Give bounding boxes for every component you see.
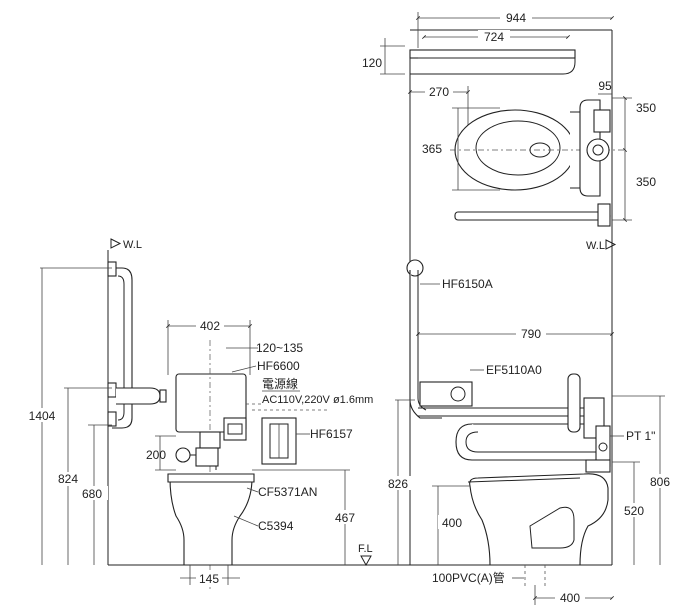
dim-467-bg <box>331 510 359 524</box>
cf5371an-leader <box>246 487 259 493</box>
left-stop-valve <box>175 447 191 463</box>
floor-label: F.L <box>358 543 373 555</box>
dim-680-bg <box>80 486 108 500</box>
dim-944-text: 944 <box>506 11 526 25</box>
label-hf6157: HF6157 <box>310 427 353 441</box>
hf6600-leader <box>231 365 257 373</box>
dim-365-text: 365 <box>422 142 442 156</box>
label-c5394: C5394 <box>258 519 294 533</box>
dim-680-text: 680 <box>82 487 102 501</box>
right-fold-bar-pivot <box>567 373 581 433</box>
left-control-box-inner <box>227 423 243 435</box>
dim-350-lower-text: 350 <box>636 175 656 189</box>
dim-120-text: 120 <box>362 56 382 70</box>
right-fold-bar <box>455 423 598 461</box>
plan-lower-grab-bar <box>454 211 611 221</box>
drain-pipe <box>524 565 546 588</box>
dim-95-text: 95 <box>598 79 612 93</box>
dim-790-text: 790 <box>521 327 541 341</box>
dim-826-bg <box>384 476 412 490</box>
wall-label-left: W.L <box>123 239 142 251</box>
left-control-box <box>223 417 247 441</box>
right-trapway <box>529 506 575 549</box>
dim-824-text: 824 <box>58 472 78 486</box>
wall-label-right: W.L <box>586 240 605 252</box>
dim-145-text: 145 <box>199 572 219 586</box>
dim-724-text: 724 <box>484 30 504 44</box>
dim-270-bg <box>425 85 453 99</box>
right-fold-bar-inner <box>465 431 598 453</box>
dim-402-bg <box>196 319 224 333</box>
plan-grab-bar-return <box>410 50 576 75</box>
dim-520-bg <box>620 503 648 517</box>
sensor-eye <box>450 386 466 402</box>
dim-824-bg <box>55 472 81 486</box>
left-horizontal-bar <box>116 387 161 405</box>
left-grab-bar-flange-mid <box>107 382 117 398</box>
dim-200-text: 200 <box>146 448 166 462</box>
label-ef5110a0: EF5110A0 <box>486 363 542 377</box>
left-grab-bar-flange-top <box>107 261 117 277</box>
plan-grab-bar-top <box>409 49 576 59</box>
plan-bowl-inner <box>475 120 561 176</box>
dim-1404-text: 1404 <box>29 409 56 423</box>
dim-724-bg <box>478 30 510 44</box>
left-bar-end <box>159 389 167 403</box>
dim-400h-text: 400 <box>442 516 462 530</box>
label-cf5371an: CF5371AN <box>258 485 317 499</box>
dim-1404-bg <box>28 408 56 422</box>
left-seat <box>167 473 255 483</box>
dim-400o-bg <box>555 591 585 605</box>
dim-402-text: 402 <box>200 319 220 333</box>
dim-467-text: 467 <box>335 511 355 525</box>
label-hf6600: HF6600 <box>257 359 300 373</box>
dim-944-bg <box>500 11 532 25</box>
dim-145-bg <box>196 571 222 585</box>
sensor-ef5110a0 <box>419 381 473 407</box>
wall-marker-right-icon <box>605 239 617 250</box>
left-valve-body <box>199 431 221 449</box>
wall-marker-left-icon <box>110 238 122 249</box>
c5394-leader <box>233 515 259 527</box>
dim-790-bg <box>516 327 546 341</box>
dim-806-bg <box>646 474 674 488</box>
plan-valve-top <box>593 109 611 133</box>
dim-400h-bg <box>438 515 466 529</box>
plan-flush-valve-inner <box>592 144 604 156</box>
dim-120-135-text: 120~135 <box>256 341 303 355</box>
dim-806-text: 806 <box>650 475 670 489</box>
dim-520-text: 520 <box>624 504 644 518</box>
plan-view: 944 724 120 270 365 <box>362 11 656 252</box>
right-flush-valve-knob <box>598 442 608 452</box>
left-bowl <box>169 477 253 566</box>
label-power-spec: AC110V,220V ø1.6mm <box>262 394 373 406</box>
dim-270-text: 270 <box>429 85 449 99</box>
left-grab-bar-inner <box>117 275 125 421</box>
left-grab-bar-flange-bottom <box>107 411 117 427</box>
left-flush-valve <box>195 447 219 467</box>
plan-lower-bar-flange <box>597 203 611 227</box>
right-spud <box>585 459 611 473</box>
label-power-line: 電源線 <box>262 376 298 391</box>
label-pipe: 100PVC(A)管 <box>432 570 505 585</box>
left-elevation: W.L 1404 824 680 402 120~135 <box>28 238 373 590</box>
plan-flush-valve <box>586 138 610 162</box>
right-elevation: HF6150A 790 EF5110A0 PT 1" 826 <box>384 259 674 605</box>
dim-826-text: 826 <box>388 477 408 491</box>
dim-400o-text: 400 <box>560 591 580 605</box>
label-hf6150a: HF6150A <box>442 277 493 291</box>
dim-350-upper-text: 350 <box>636 101 656 115</box>
right-seat <box>467 477 581 483</box>
label-pt: PT 1" <box>626 429 655 443</box>
right-bar-top-flange <box>406 259 424 277</box>
floor-marker-icon <box>360 555 372 567</box>
right-bowl <box>469 473 609 566</box>
